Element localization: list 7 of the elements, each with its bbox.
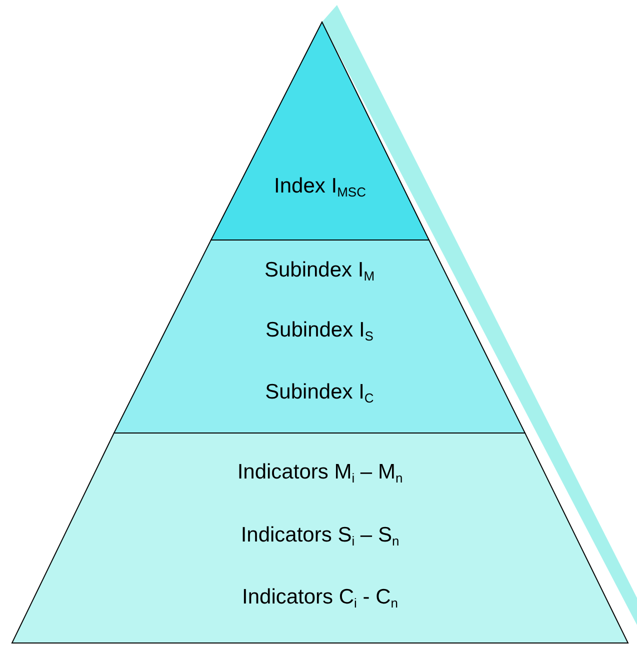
tier-label: Index I$_{MSC}$ (274, 174, 366, 198)
tier-label: Subindex I$_{C}$ (265, 380, 374, 404)
tier-label: Indicators C$_{i}$ - C$_{n}$ (242, 585, 398, 609)
tier-label: Subindex I$_{S}$ (266, 318, 374, 342)
tier-label: Subindex I$_{M}$ (264, 258, 375, 282)
tier-label: Indicators M$_{i}$ – M$_{n}$ (237, 460, 403, 484)
tier-label: Indicators S$_{i}$ – S$_{n}$ (240, 523, 400, 547)
